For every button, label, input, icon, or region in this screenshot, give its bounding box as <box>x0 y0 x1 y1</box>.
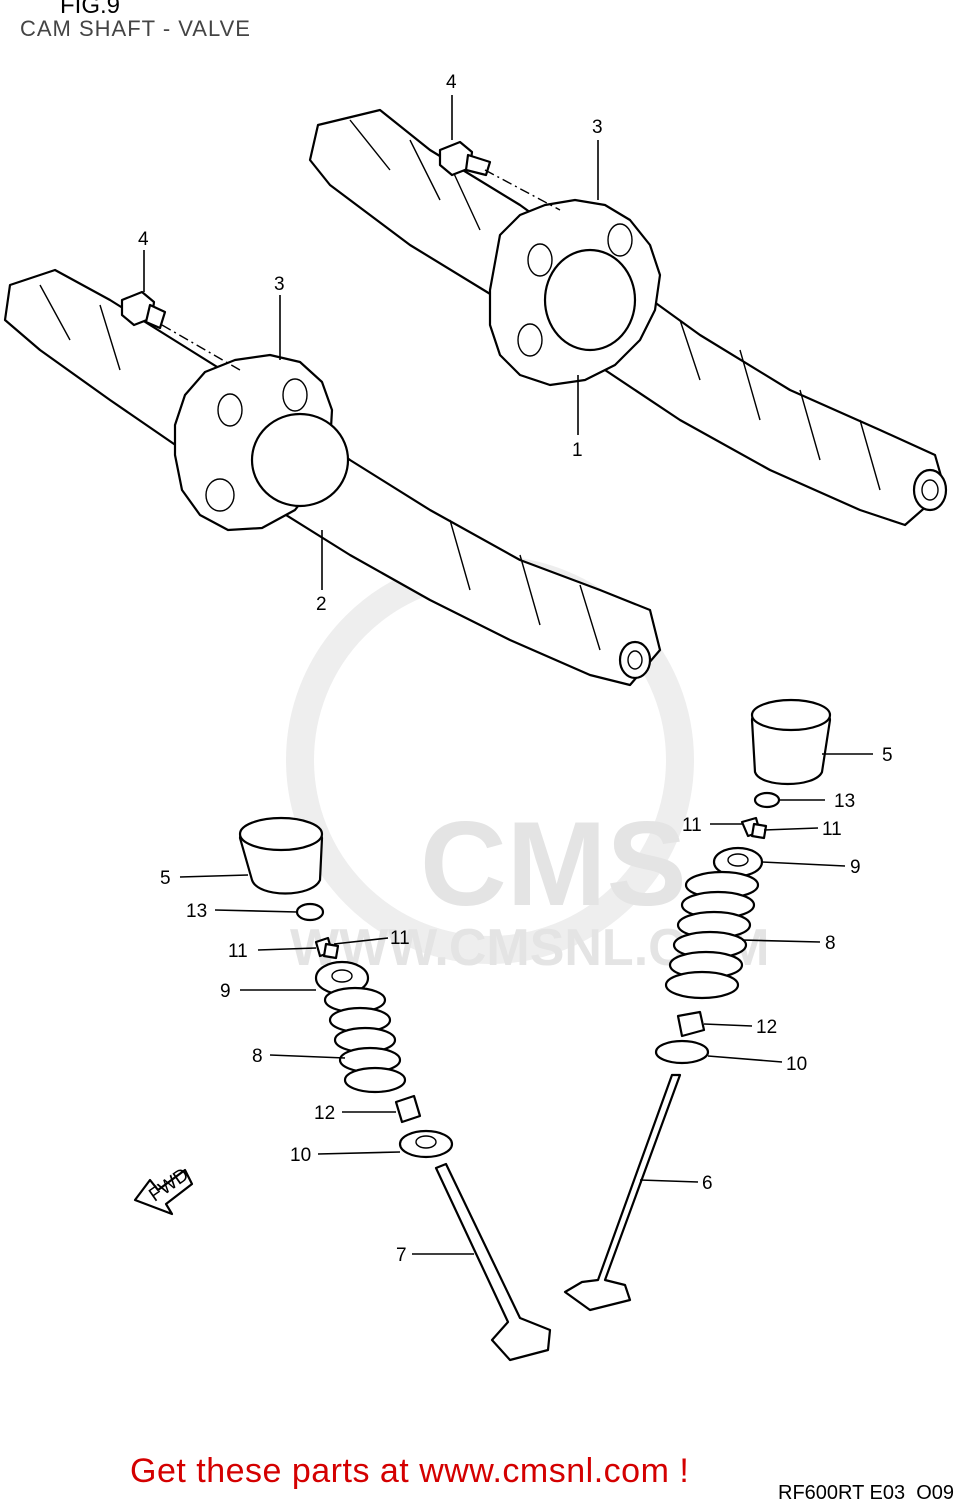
callout-4: 4 <box>138 229 149 250</box>
cotter-right[interactable] <box>740 816 768 840</box>
callout-11: 11 <box>228 941 248 962</box>
callout-13: 13 <box>186 901 207 922</box>
shim-right[interactable] <box>753 791 781 809</box>
callout-5: 5 <box>160 868 171 889</box>
diagram-title: CAM SHAFT - VALVE <box>20 16 251 41</box>
callout-1: 1 <box>572 440 583 461</box>
callout-12: 12 <box>756 1017 777 1038</box>
callout-7: 7 <box>396 1245 407 1266</box>
callout-5: 5 <box>882 745 893 766</box>
fwd-arrow: FWD <box>133 1164 194 1216</box>
callout-12: 12 <box>314 1103 335 1124</box>
callout-3: 3 <box>592 117 603 138</box>
callout-13: 13 <box>834 791 855 812</box>
callout-8: 8 <box>825 933 836 954</box>
tappet-left[interactable] <box>238 816 324 895</box>
tappet-right[interactable] <box>750 698 832 786</box>
spring-seat-right[interactable] <box>654 1039 710 1065</box>
callout-labels: 4 3 1 4 3 2 5 13 11 11 9 8 12 10 6 5 13 … <box>138 72 893 1266</box>
seal-right[interactable] <box>676 1010 706 1038</box>
cotter-left[interactable] <box>314 936 340 960</box>
parts-link[interactable]: Get these parts at www.cmsnl.com ! <box>130 1452 690 1490</box>
valve-intake[interactable] <box>434 1162 552 1362</box>
cam-sprocket-lower[interactable] <box>173 353 350 532</box>
spring-seat-left[interactable] <box>398 1129 454 1159</box>
callout-11: 11 <box>682 815 702 836</box>
shim-left[interactable] <box>295 902 325 922</box>
callout-3: 3 <box>274 274 285 295</box>
callout-10: 10 <box>786 1054 807 1075</box>
callout-8: 8 <box>252 1046 263 1067</box>
sprocket-bolt-lower[interactable] <box>120 290 167 330</box>
callout-10: 10 <box>290 1145 311 1166</box>
diagram-code: RF600RT E03_O09 <box>778 1482 955 1500</box>
callout-11: 11 <box>822 819 842 840</box>
callout-6: 6 <box>702 1173 713 1194</box>
callout-2: 2 <box>316 594 327 615</box>
sprocket-bolt-upper[interactable] <box>438 140 492 177</box>
callout-4: 4 <box>446 72 457 93</box>
figure-number: FIG.9 <box>60 0 121 19</box>
watermark-brand: CMS <box>420 797 687 931</box>
spring-right[interactable] <box>664 870 760 1000</box>
callout-11: 11 <box>390 928 410 949</box>
callout-9: 9 <box>850 857 861 878</box>
callout-lines <box>143 95 873 1255</box>
cam-sprocket-upper[interactable] <box>488 198 662 387</box>
spring-left[interactable] <box>323 986 407 1094</box>
valve-exhaust[interactable] <box>563 1073 682 1312</box>
callout-9: 9 <box>220 981 231 1002</box>
seal-left[interactable] <box>394 1094 422 1124</box>
